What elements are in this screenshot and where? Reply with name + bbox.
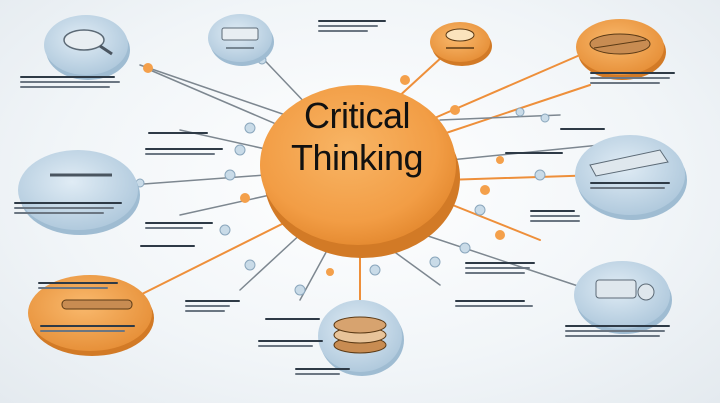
central-hub (260, 85, 460, 258)
coin-stack-icon (333, 316, 387, 354)
node-ruler (575, 135, 687, 220)
gear-box-icon (595, 279, 655, 301)
caption-block (38, 282, 128, 292)
lightbulb-icon (445, 28, 475, 49)
node-magnifier (44, 15, 130, 80)
center-title: Critical Thinking (262, 95, 452, 179)
caption-block (505, 152, 565, 157)
connector-dots (135, 55, 550, 296)
node-document (208, 14, 274, 66)
caption-block (560, 128, 610, 133)
caption-block (185, 300, 245, 315)
caption-block (145, 148, 225, 158)
title-line-1: Critical (303, 95, 411, 136)
caption-block (265, 318, 325, 323)
title-line-2: Thinking (290, 137, 424, 178)
book-icon (589, 33, 651, 55)
ruler-icon (589, 149, 669, 177)
caption-block (590, 72, 680, 87)
caption-block (140, 245, 200, 250)
caption-block (295, 368, 355, 378)
node-book (576, 19, 666, 80)
tools-icon (61, 299, 133, 310)
caption-block (590, 182, 680, 192)
magnifier-icon (63, 29, 113, 56)
caption-block (465, 262, 540, 277)
caption-block (14, 202, 124, 217)
caption-block (145, 222, 215, 232)
node-pen (18, 150, 140, 235)
caption-block (455, 300, 535, 310)
caption-block (20, 76, 120, 91)
caption-block (530, 210, 585, 225)
caption-block (40, 325, 140, 335)
node-coins (318, 300, 404, 376)
caption-block (565, 325, 675, 340)
node-lightbulb (430, 22, 492, 66)
caption-block (148, 132, 218, 137)
node-gear-box (574, 261, 672, 334)
caption-block (318, 20, 388, 35)
document-icon (221, 27, 259, 49)
caption-block (258, 340, 328, 350)
